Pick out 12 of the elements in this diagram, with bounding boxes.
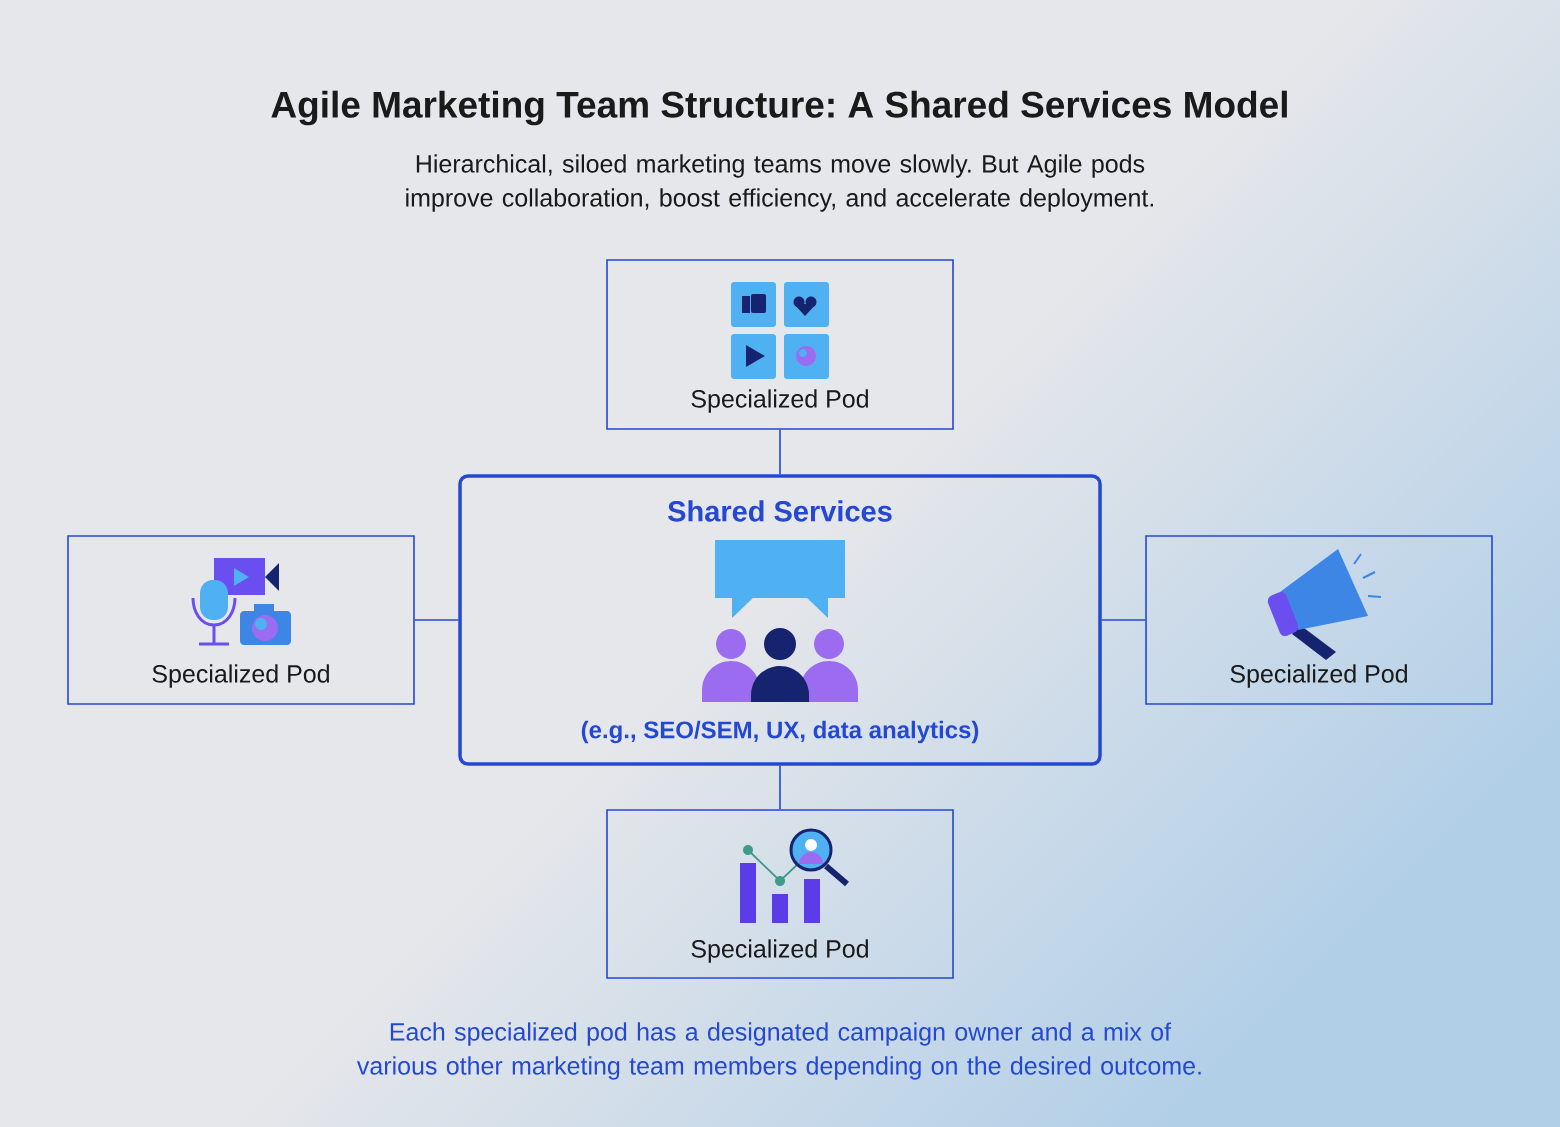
pod-box: Specialized Pod (606, 809, 954, 979)
caption: Each specialized pod has a designated campaign owner and a mix of various other marketing team members depending on the desired outcome. (356, 1022, 1201, 1080)
pod-box: Specialized Pod (67, 535, 415, 705)
connector-line (1100, 619, 1146, 621)
pod-box: Specialized Pod (1145, 535, 1493, 705)
pod-box: Specialized Pod (606, 259, 954, 430)
title: Agile Marketing Team Structure: A Shared Services Model (271, 90, 1287, 126)
connector-line (779, 764, 781, 810)
connector-line (779, 429, 781, 476)
services-box: Shared Services (e.g., SEO/SEM, UX, data analytics) (458, 474, 1102, 766)
subtitle: Hierarchical, siloed marketing teams move slowly. But Agile pods improve collaboration, boost efficiency, and accelerate deployment. (406, 154, 1154, 212)
connector-line (414, 619, 460, 621)
